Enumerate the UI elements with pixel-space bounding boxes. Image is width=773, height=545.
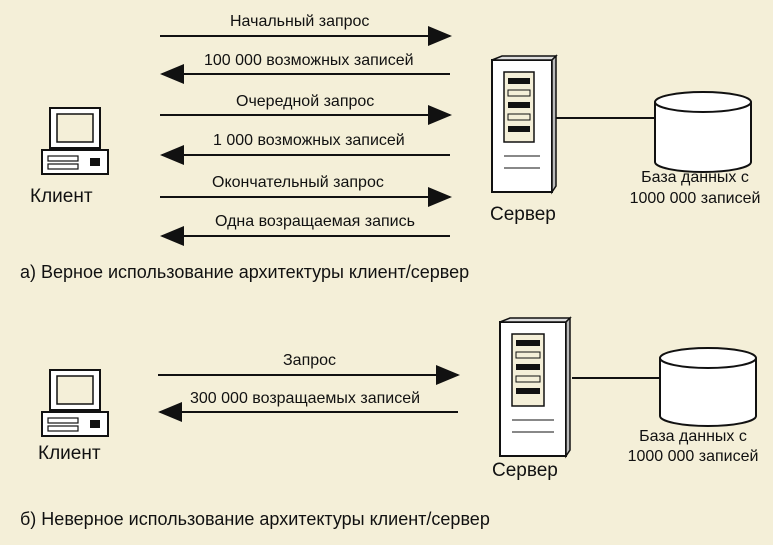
database-icon [654, 91, 752, 173]
client-computer-icon [41, 369, 109, 437]
caption-incorrect-usage: б) Неверное использование архитектуры кл… [20, 509, 490, 529]
label-next-request: Очередной запрос [236, 93, 375, 110]
client-label: Клиент [30, 186, 93, 207]
db-label-line2: 1000 000 записей [627, 448, 759, 465]
label-300000-records: 300 000 возращаемых записей [190, 390, 421, 407]
label-100000-records: 100 000 возможных записей [204, 52, 414, 69]
label-1000-records: 1 000 возможных записей [213, 132, 405, 149]
label-single-record: Одна возращаемая запись [215, 213, 415, 230]
server-tower-icon [491, 54, 558, 195]
server-tower-icon [499, 316, 572, 459]
client-label: Клиент [38, 443, 101, 464]
database-icon [659, 347, 757, 427]
db-label-line2: 1000 000 записей [629, 190, 761, 207]
caption-correct-usage: а) Верное использование архитектуры клие… [20, 262, 470, 282]
server-label: Сервер [492, 460, 558, 481]
db-label-line1: База данных с [639, 428, 747, 445]
label-initial-request: Начальный запрос [230, 13, 370, 30]
label-request: Запрос [283, 352, 337, 369]
client-computer-icon [41, 107, 109, 175]
server-label: Сервер [490, 204, 556, 225]
label-final-request: Окончательный запрос [212, 174, 384, 191]
db-label-line1: База данных с [641, 169, 749, 186]
